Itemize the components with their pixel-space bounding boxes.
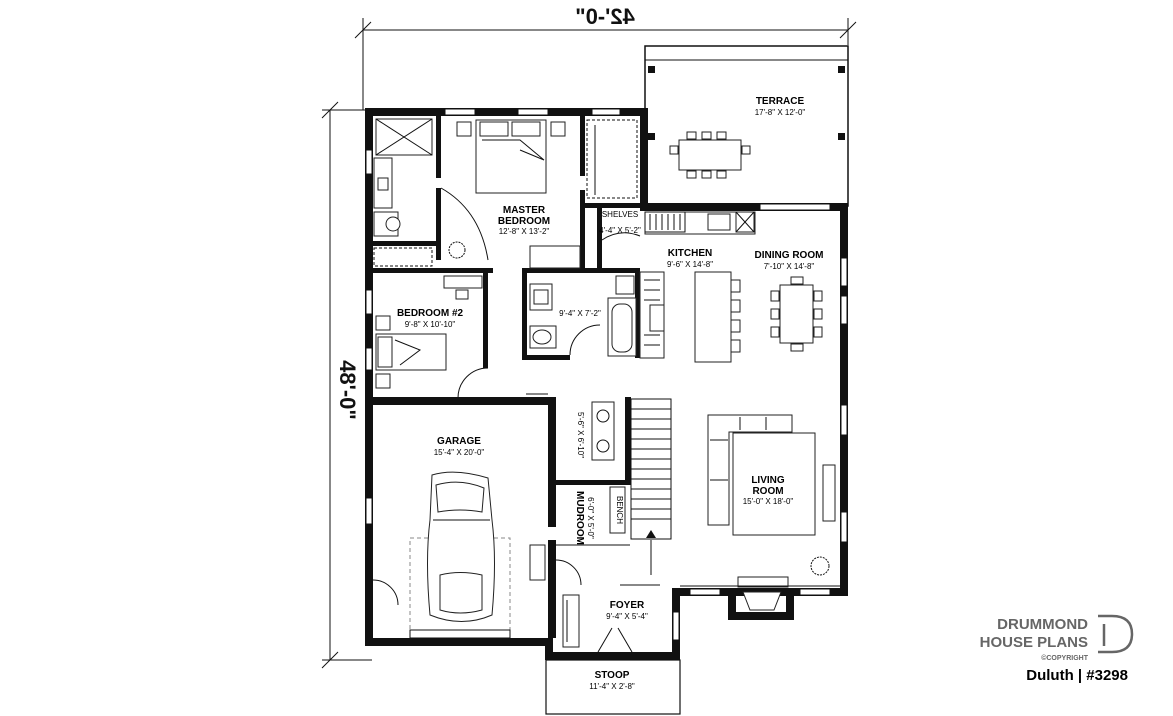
- kitchen-fixtures: [615, 211, 756, 363]
- bathroom-fixtures: [529, 283, 637, 357]
- master-bedroom-dims: 12'-8" X 13'-2": [499, 227, 550, 236]
- foyer-fixtures: [555, 559, 660, 653]
- kitchen-name: KITCHEN: [668, 248, 712, 259]
- master-bedroom-name-line2: BEDROOM: [498, 216, 550, 227]
- dining-room-dims: 7'-10" X 14'-8": [764, 262, 815, 271]
- brand-line2: HOUSE PLANS: [980, 634, 1088, 651]
- laundry-dims: 5'-6" X 6'-10": [576, 412, 585, 458]
- brand-line1: DRUMMOND: [997, 616, 1088, 633]
- foyer-name: FOYER: [610, 600, 645, 611]
- shelves-label: SHELVES: [602, 210, 638, 219]
- mudroom-name: MUDROOM: [574, 491, 585, 545]
- terrace-dims: 17'-8" X 12'-0": [755, 108, 806, 117]
- mudroom-bench: [556, 486, 630, 546]
- shelves-closet: [601, 232, 641, 241]
- mudroom-dims: 6'-0" X 5'-0": [586, 497, 595, 539]
- living-room-furniture: [680, 414, 840, 611]
- depth-dimension: 48'-0": [335, 360, 360, 420]
- bedroom-2-name: BEDROOM #2: [397, 308, 464, 319]
- interior-walls: [373, 116, 640, 638]
- plan-code: Duluth | #3298: [1026, 667, 1128, 684]
- living-room-name-line2: ROOM: [752, 486, 783, 497]
- dining-room-name: DINING ROOM: [755, 250, 824, 261]
- living-room-name: LIVING: [751, 475, 785, 486]
- drummond-logo: DRUMMOND HOUSE PLANS ©COPYRIGHT: [980, 614, 1134, 662]
- car-icon: [427, 471, 495, 622]
- dining-table: [770, 276, 823, 352]
- staircase: [630, 398, 672, 575]
- kitchen-dims: 9'-6" X 14'-8": [667, 260, 713, 269]
- garage-name: GARAGE: [437, 436, 481, 447]
- bathroom-dims: 9'-4" X 7'-2": [559, 309, 601, 318]
- garage-dims: 15'-4" X 20'-0": [434, 448, 485, 457]
- windows: [365, 108, 848, 641]
- garage-area: [372, 471, 546, 639]
- bedroom-2-dims: 9'-8" X 10'-10": [405, 320, 456, 329]
- living-room-dims: 15'-0" X 18'-0": [743, 497, 794, 506]
- master-suite: [373, 118, 638, 269]
- width-dimension: 42'-0": [575, 4, 635, 29]
- brand-copyright: ©COPYRIGHT: [1041, 654, 1088, 662]
- laundry-fixtures: [526, 393, 615, 461]
- terrace-name: TERRACE: [756, 96, 805, 107]
- bedroom-2-furniture: [373, 247, 489, 399]
- terrace-area: [644, 45, 849, 207]
- bench-label: BENCH: [615, 496, 624, 524]
- dimension-lines: [321, 18, 857, 669]
- stoop-name: STOOP: [595, 670, 630, 681]
- shelves-dims: 4'-4" X 5'-2": [599, 226, 641, 235]
- master-bedroom-name: MASTER: [503, 205, 546, 216]
- foyer-dims: 9'-4" X 5'-4": [606, 612, 648, 621]
- stoop-area: [545, 659, 681, 715]
- stoop-dims: 11'-4" X 2'-8": [589, 682, 635, 691]
